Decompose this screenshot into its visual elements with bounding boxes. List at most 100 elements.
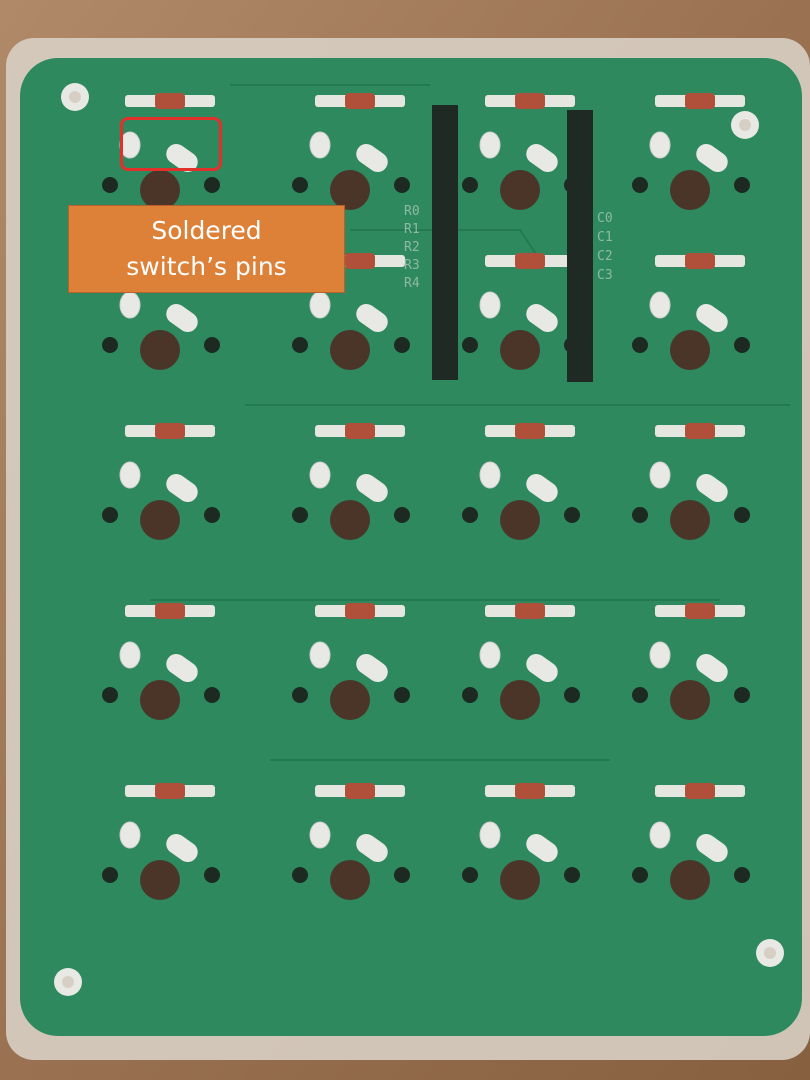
mount-hole (462, 507, 478, 523)
switch-center-hole (670, 500, 710, 540)
mount-hole (462, 867, 478, 883)
mount-hole (632, 177, 648, 193)
mount-hole (564, 507, 580, 523)
switch-center-hole (500, 500, 540, 540)
mount-hole (102, 177, 118, 193)
switch-pad (696, 143, 728, 173)
mount-hole (292, 507, 308, 523)
switch-pad (479, 131, 501, 159)
pin-header-rows (432, 105, 593, 382)
switch-pad (696, 303, 728, 333)
switch-center-hole (140, 860, 180, 900)
switch-pad (166, 653, 198, 683)
callout-line-1: Soldered (151, 216, 262, 245)
switch-center-hole (140, 680, 180, 720)
silk-col-label: C0 (597, 211, 613, 226)
mount-hole (394, 687, 410, 703)
switch-pad (526, 303, 558, 333)
switch-pad (309, 641, 331, 669)
switch-center-hole (330, 860, 370, 900)
switch-pad (479, 461, 501, 489)
switch-pad (119, 641, 141, 669)
pcb-board (20, 58, 802, 1036)
mount-hole (204, 687, 220, 703)
switch-pad (526, 653, 558, 683)
switch-pad (696, 833, 728, 863)
silk-row-label: R4 (404, 276, 420, 291)
switch-center-hole (670, 860, 710, 900)
mount-hole (462, 337, 478, 353)
diode (345, 423, 375, 439)
switch-pad (166, 303, 198, 333)
mount-hole (204, 507, 220, 523)
mounting-hole-center (764, 947, 776, 959)
silk-col-label: C1 (597, 230, 613, 245)
switch-pad (479, 821, 501, 849)
mount-hole (102, 867, 118, 883)
mount-hole (462, 687, 478, 703)
switch-center-hole (670, 680, 710, 720)
diode (515, 603, 545, 619)
diode (155, 603, 185, 619)
diode (515, 253, 545, 269)
switch-pad (119, 461, 141, 489)
switch-pad (356, 473, 388, 503)
silk-col-label: C2 (597, 249, 613, 264)
switch-pad (309, 821, 331, 849)
mount-hole (632, 687, 648, 703)
mount-hole (734, 177, 750, 193)
switch-center-hole (330, 330, 370, 370)
mount-hole (292, 867, 308, 883)
mounting-hole-center (62, 976, 74, 988)
diode (685, 253, 715, 269)
mount-hole (394, 867, 410, 883)
switch-pad (309, 461, 331, 489)
mount-hole (394, 507, 410, 523)
silk-row-label: R0 (404, 204, 420, 219)
switch-center-hole (140, 170, 180, 210)
annotation-callout: Soldered switch’s pins (68, 205, 345, 293)
mount-hole (204, 177, 220, 193)
diode (685, 93, 715, 109)
switch-center-hole (500, 860, 540, 900)
switch-center-hole (670, 330, 710, 370)
switch-pad (479, 291, 501, 319)
switch-pad (649, 291, 671, 319)
diode (685, 603, 715, 619)
switch-center-hole (500, 680, 540, 720)
diode (515, 783, 545, 799)
diode (155, 93, 185, 109)
mount-hole (102, 507, 118, 523)
highlight-box (120, 117, 222, 171)
diode (685, 423, 715, 439)
diode (515, 93, 545, 109)
switch-pad (309, 131, 331, 159)
mount-hole (102, 687, 118, 703)
switch-pad (356, 653, 388, 683)
mounting-hole-center (739, 119, 751, 131)
switch-pad (526, 473, 558, 503)
mount-hole (734, 867, 750, 883)
diode (515, 423, 545, 439)
mount-hole (292, 687, 308, 703)
switch-center-hole (330, 170, 370, 210)
switch-pad (649, 461, 671, 489)
switch-pad (356, 833, 388, 863)
switch-center-hole (500, 170, 540, 210)
switch-pad (696, 473, 728, 503)
mount-hole (394, 337, 410, 353)
mount-hole (734, 507, 750, 523)
diode (345, 783, 375, 799)
switch-pad (526, 833, 558, 863)
switch-pad (649, 821, 671, 849)
switch-pad (649, 641, 671, 669)
silk-row-label: R1 (404, 222, 420, 237)
mount-hole (734, 337, 750, 353)
mount-hole (632, 507, 648, 523)
mount-hole (292, 177, 308, 193)
switch-pad (166, 473, 198, 503)
diode (155, 423, 185, 439)
diode (155, 783, 185, 799)
mount-hole (632, 337, 648, 353)
